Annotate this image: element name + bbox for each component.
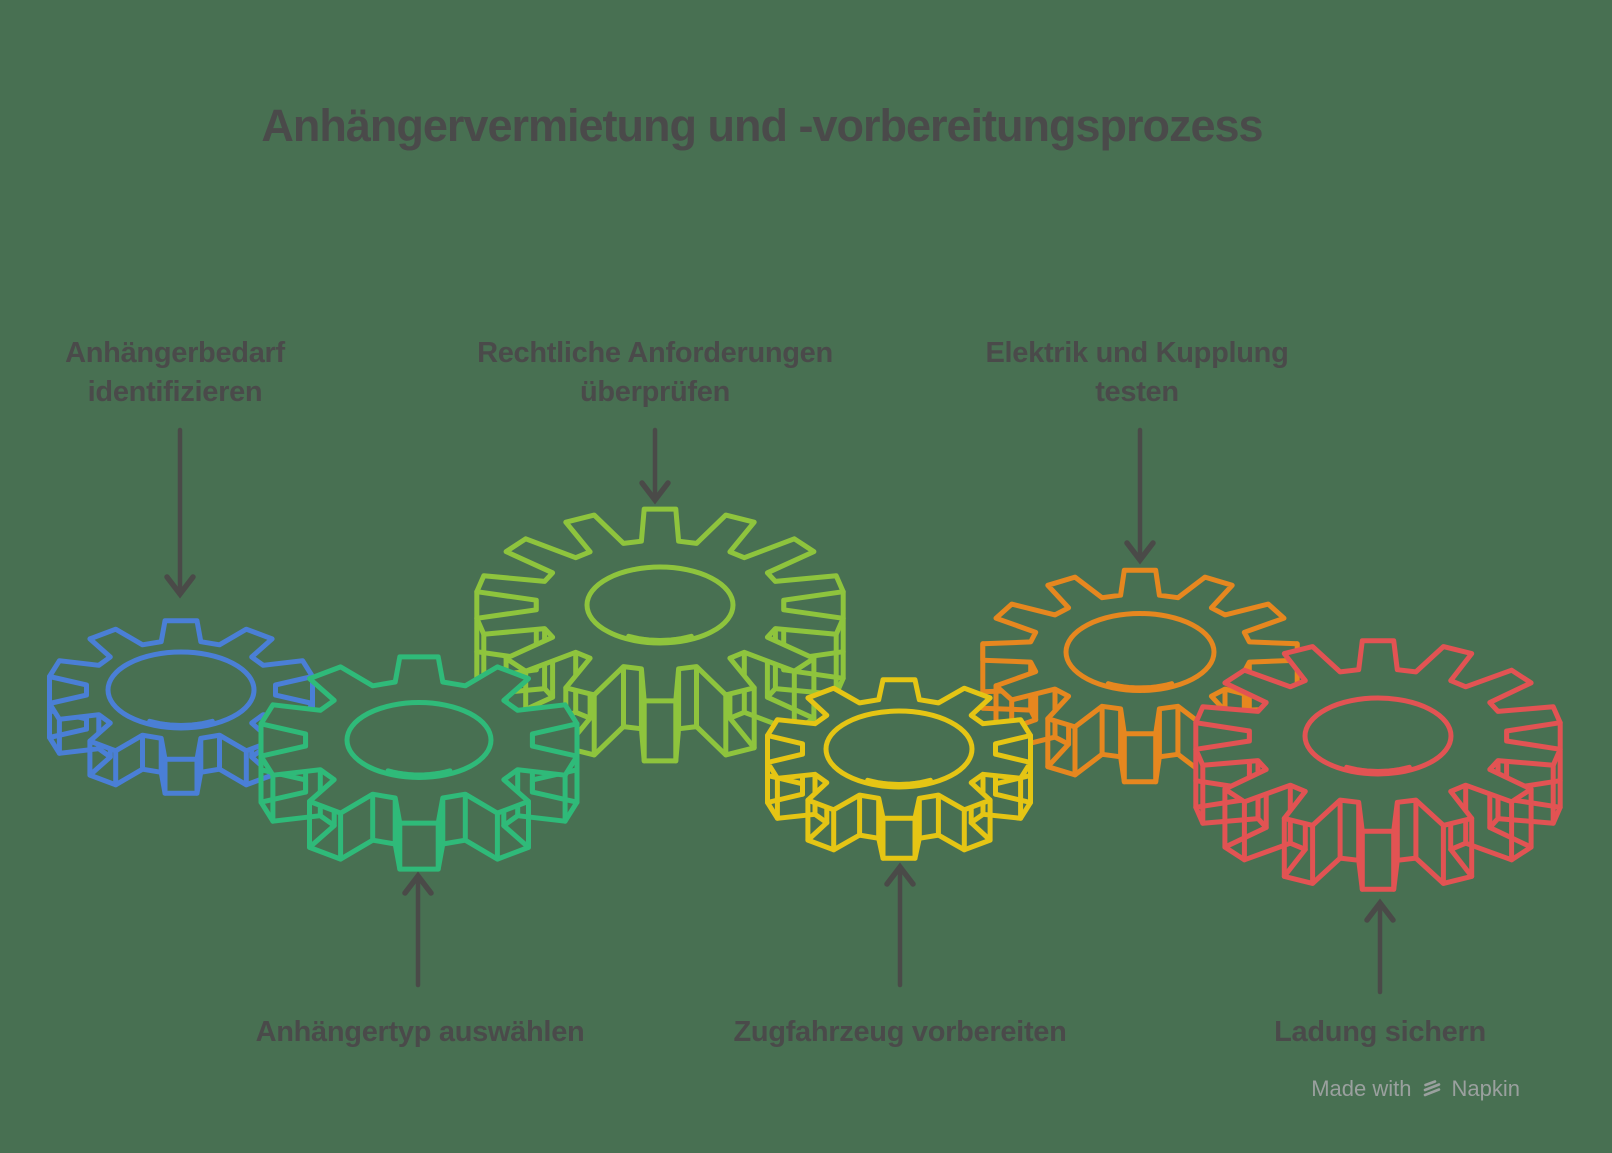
step-label-line: testen <box>1095 376 1179 408</box>
step-label-line: Rechtliche Anforderungen <box>477 337 833 369</box>
watermark-made-with-text: Made with <box>1311 1076 1412 1101</box>
gear-hole-lip <box>147 718 215 728</box>
gear-top-face <box>474 506 846 704</box>
step-label-rechtliche-anforderungen: Rechtliche Anforderungen überprüfen <box>477 334 833 412</box>
step-label-anhaengerbedarf-identifizieren: Anhängerbedarf identifizieren <box>65 334 285 412</box>
step-label-elektrik-kupplung-testen: Elektrik und Kupplung testen <box>985 334 1288 412</box>
gear-side-face <box>476 591 844 761</box>
step-arrow-up-6 <box>1364 898 1396 995</box>
gear-hole <box>823 708 975 790</box>
watermark-brand-text: Napkin <box>1451 1076 1520 1101</box>
step-label-line: überprüfen <box>579 376 731 408</box>
step-arrow-up-4 <box>884 862 916 988</box>
gear-hole-lip <box>626 633 694 643</box>
step-label-anhaengertyp-auswaehlen: Anhängertyp auswählen <box>256 1013 585 1052</box>
gear-hole <box>1063 611 1217 693</box>
step-label-ladung-sichern: Ladung sichern <box>1274 1013 1486 1052</box>
step-arrow-up-2 <box>402 871 434 988</box>
step-arrow-down-1 <box>164 427 196 599</box>
gear-top-face <box>765 677 1033 821</box>
step-label-line: Anhängerbedarf <box>65 337 285 369</box>
gear-hole-lip <box>385 768 453 777</box>
gear-top-face <box>258 654 580 826</box>
gear-hole-lip <box>1344 764 1412 774</box>
gear-hole <box>105 649 257 731</box>
gear-blue <box>47 618 315 796</box>
step-label-zugfahrzeug-vorbereiten: Zugfahrzeug vorbereiten <box>733 1013 1066 1052</box>
step-arrow-down-3 <box>639 427 671 505</box>
step-label-line: identifizieren <box>87 376 263 408</box>
napkin-watermark-link[interactable]: Made with Napkin <box>1311 1076 1520 1102</box>
gear-hole <box>1302 695 1454 777</box>
gear-yellow <box>765 677 1033 861</box>
gear-hole <box>584 564 736 646</box>
gear-hole-lip <box>865 777 933 787</box>
gear-top-face <box>980 567 1300 737</box>
gear-hole-lip <box>1105 681 1175 690</box>
page-title: Anhängervermietung und -vorbereitungspro… <box>261 100 1263 151</box>
gear-top-face <box>1193 638 1563 834</box>
napkin-logo-icon <box>1423 1080 1440 1097</box>
step-label-line: Ladung sichern <box>1274 1016 1486 1048</box>
gear-top-face <box>47 618 315 762</box>
step-label-line: Zugfahrzeug vorbereiten <box>733 1016 1067 1048</box>
gear-hole <box>344 700 494 780</box>
step-arrow-down-5 <box>1124 427 1156 565</box>
step-label-line: Elektrik und Kupplung <box>985 337 1289 369</box>
gear-green <box>258 654 580 872</box>
step-label-line: Anhängertyp auswählen <box>255 1016 585 1048</box>
gear-red <box>1193 638 1563 892</box>
